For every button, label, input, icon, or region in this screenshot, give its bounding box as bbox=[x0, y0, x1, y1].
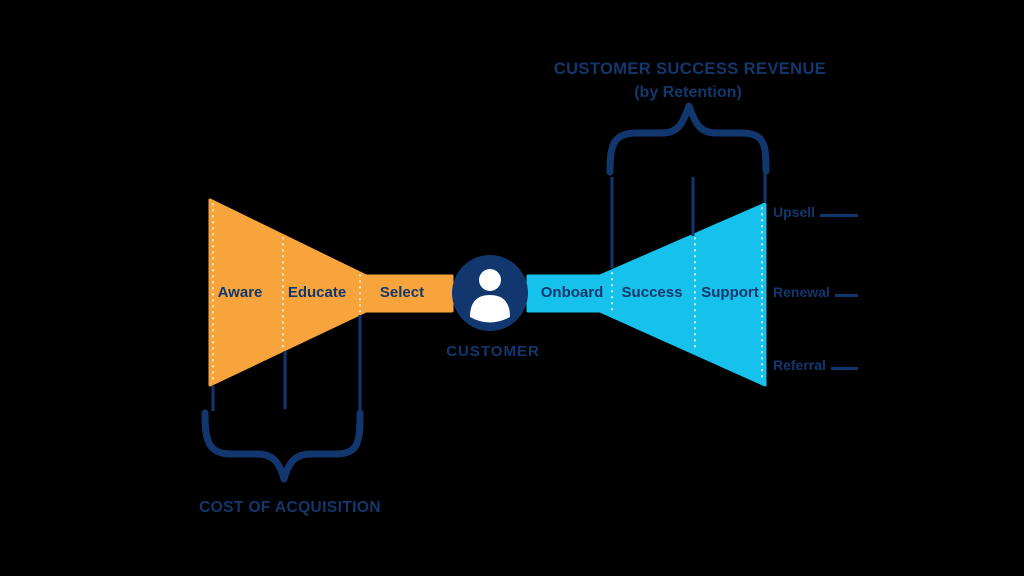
revenue-label-upsell: Upsell bbox=[773, 205, 858, 219]
stage-label-onboard: Onboard bbox=[540, 284, 604, 301]
stage-label-aware: Aware bbox=[217, 284, 263, 301]
user-icon bbox=[470, 269, 510, 323]
revenue-label-renewal: Renewal bbox=[773, 285, 858, 299]
retention-funnel-shape bbox=[526, 202, 767, 387]
retention-brace bbox=[606, 102, 770, 176]
revenue-label-text: Referral bbox=[773, 357, 826, 373]
diagram-title: CUSTOMER SUCCESS REVENUE bbox=[553, 60, 827, 78]
diagram-subtitle: (by Retention) bbox=[634, 84, 742, 101]
stage-label-support: Support bbox=[701, 284, 759, 301]
revenue-label-text: Renewal bbox=[773, 284, 830, 300]
revenue-label-text: Upsell bbox=[773, 204, 816, 220]
stage-label-select: Select bbox=[379, 284, 425, 301]
cost-of-acquisition-caption: COST OF ACQUISITION bbox=[199, 499, 381, 516]
leader-line bbox=[834, 294, 858, 297]
stage-label-success: Success bbox=[621, 284, 683, 301]
acquisition-brace bbox=[201, 409, 364, 483]
acquisition-funnel-shape bbox=[208, 198, 454, 387]
leader-line bbox=[830, 367, 858, 370]
stage-label-educate: Educate bbox=[287, 284, 347, 301]
revenue-label-referral: Referral bbox=[773, 358, 858, 372]
customer-label: CUSTOMER bbox=[446, 343, 540, 360]
leader-line bbox=[820, 214, 858, 217]
